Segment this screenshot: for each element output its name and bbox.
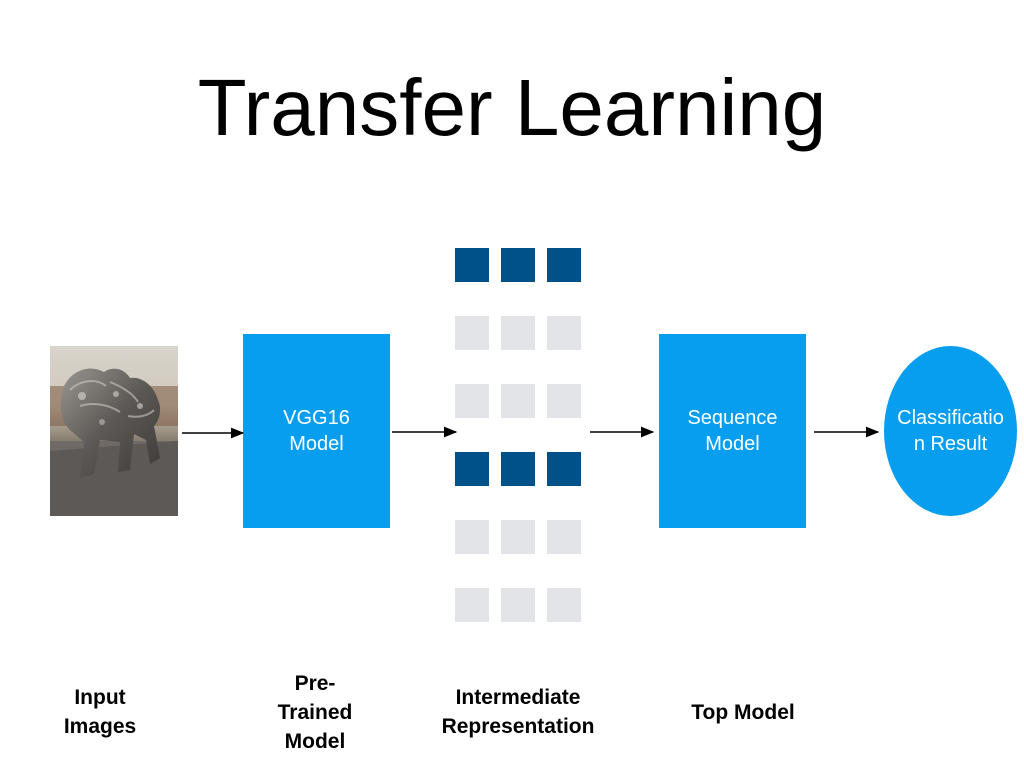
top-model-label: Top Model (691, 701, 795, 724)
representation-cell-light (547, 316, 581, 350)
representation-cell-light (501, 384, 535, 418)
representation-cell-dark (455, 248, 489, 282)
representation-cell-light (455, 520, 489, 554)
representation-cell-light (501, 520, 535, 554)
sequence-model-box: Sequence Model (659, 334, 806, 528)
representation-cell-dark (501, 248, 535, 282)
representation-cell-dark (547, 248, 581, 282)
input-images-label: Input Images (63, 686, 137, 738)
page-title: Transfer Learning (197, 63, 827, 152)
representation-cell-dark (501, 452, 535, 486)
representation-cell-light (455, 316, 489, 350)
representation-cell-light (455, 384, 489, 418)
lion-sculpture-photo (50, 346, 178, 516)
classification-result-node: Classification Result (884, 346, 1017, 516)
sequence-model-label: Sequence Model (687, 407, 778, 455)
representation-cell-dark (455, 452, 489, 486)
representation-cell-light (547, 384, 581, 418)
classification-result-label: Classification Result (897, 407, 1004, 455)
representation-cell-light (501, 588, 535, 622)
intermediate-representation-grid (455, 248, 585, 623)
vgg16-model-box: VGG16 Model (243, 334, 390, 528)
intermediate-representation-label: Intermediate Representation (441, 686, 595, 738)
representation-cell-light (455, 588, 489, 622)
representation-cell-light (501, 316, 535, 350)
representation-cell-light (547, 520, 581, 554)
vgg16-model-label: VGG16 Model (283, 407, 350, 455)
representation-cell-light (547, 588, 581, 622)
input-image (50, 346, 178, 516)
pretrained-model-label: Pre- Trained Model (277, 672, 353, 753)
representation-cell-dark (547, 452, 581, 486)
